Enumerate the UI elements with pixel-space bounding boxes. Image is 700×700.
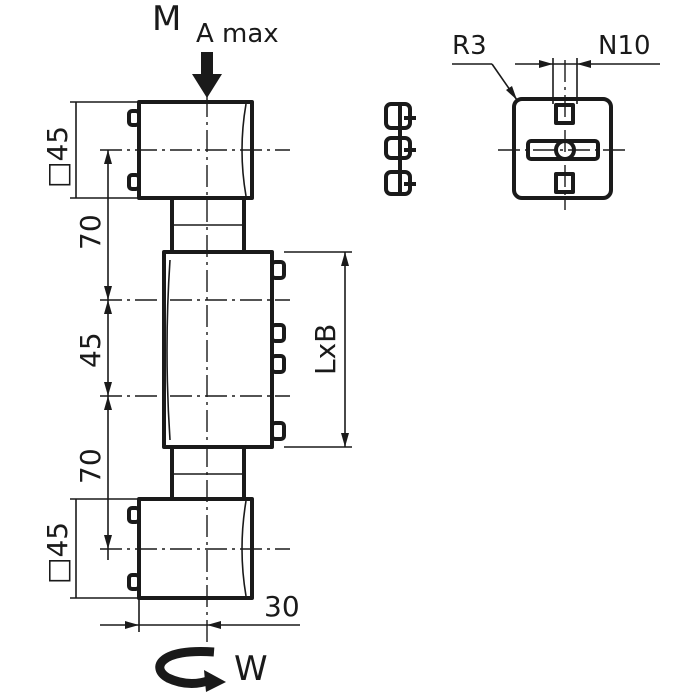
dim-pitch-upper: 70 bbox=[74, 214, 107, 250]
dim-pitch-lower: 70 bbox=[74, 448, 107, 484]
length-dimension bbox=[284, 251, 352, 448]
dim-radius: R3 bbox=[452, 31, 487, 61]
upper-connector bbox=[170, 196, 246, 254]
torque-arrow bbox=[155, 646, 226, 692]
dim-slot: N10 bbox=[598, 31, 651, 61]
load-label-sub: A max bbox=[196, 19, 279, 49]
middle-block bbox=[100, 250, 290, 449]
dim-offset: 30 bbox=[264, 590, 300, 623]
cross-section-view bbox=[452, 58, 660, 210]
load-label-main: M bbox=[152, 0, 181, 39]
load-arrow bbox=[192, 52, 222, 98]
bottom-block bbox=[100, 497, 290, 600]
dim-square-bottom: □45 bbox=[41, 522, 74, 584]
dim-length-label: LxB bbox=[309, 324, 342, 375]
offset-dimension bbox=[100, 598, 300, 632]
lower-connector bbox=[170, 445, 246, 501]
dim-square-top: □45 bbox=[41, 126, 74, 188]
left-dimension-lines bbox=[70, 101, 139, 599]
side-profile-view bbox=[384, 102, 416, 196]
torque-label: W bbox=[234, 649, 268, 689]
dim-middle-block: 45 bbox=[74, 332, 107, 368]
top-block bbox=[100, 100, 290, 200]
